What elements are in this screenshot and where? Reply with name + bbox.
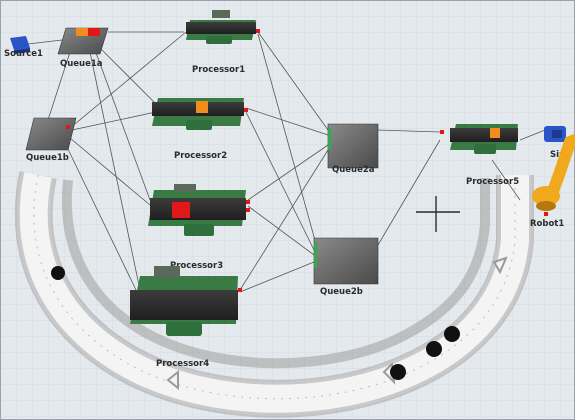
processor4-label: Processor4	[156, 359, 209, 369]
port-connections	[27, 31, 546, 293]
queue-icon[interactable]	[57, 27, 109, 55]
processor-icon[interactable]	[440, 124, 518, 154]
processor3-label: Processor3	[170, 261, 223, 271]
queue-icon[interactable]	[327, 123, 379, 169]
sink-label: Sin	[550, 150, 565, 160]
processor5-label: Processor5	[466, 177, 519, 187]
processor1-label: Processor1	[192, 65, 245, 75]
processor-icon[interactable]	[130, 266, 242, 336]
processor-icon[interactable]	[152, 98, 248, 130]
queue1a-label: Queue1a	[60, 59, 103, 69]
conveyor-item[interactable]	[444, 326, 460, 342]
queue-icon[interactable]	[25, 117, 77, 151]
robot-arm-icon[interactable]	[532, 134, 575, 216]
conveyor-item[interactable]	[51, 266, 65, 280]
processor-icon[interactable]	[148, 184, 250, 236]
sink-icon[interactable]	[544, 126, 566, 142]
source1-label: Source1	[4, 49, 43, 59]
queue1b-label: Queue1b	[26, 153, 69, 163]
processor-icon[interactable]	[186, 10, 260, 44]
curved-conveyor-icon[interactable]	[14, 171, 534, 418]
conveyor-item[interactable]	[390, 364, 406, 380]
queue-icon[interactable]	[313, 237, 379, 285]
conveyor-item[interactable]	[426, 341, 442, 357]
crosshair-icon	[416, 196, 460, 232]
processor2-label: Processor2	[174, 151, 227, 161]
queue2a-label: Queue2a	[332, 165, 375, 175]
robot1-label: Robot1	[530, 219, 564, 229]
queue2b-label: Queue2b	[320, 287, 363, 297]
source-icon[interactable]	[10, 36, 30, 54]
